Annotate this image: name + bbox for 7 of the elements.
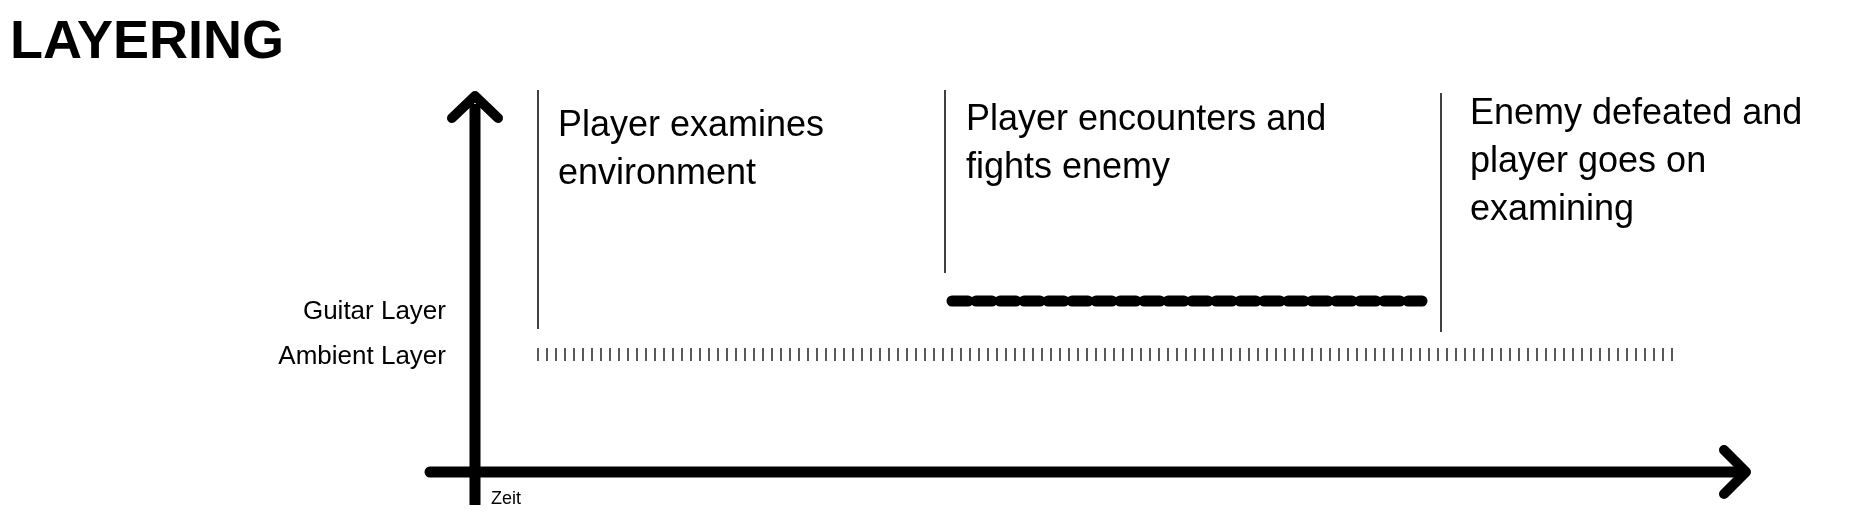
title: LAYERING — [10, 8, 285, 70]
layer-label: Ambient Layer — [278, 340, 446, 371]
phase-text: Player encounters and fights enemy — [966, 96, 1328, 188]
layer-label: Guitar Layer — [302, 295, 446, 326]
phase-text: Player examines environment — [558, 102, 826, 194]
axis-label: Zeit — [491, 488, 521, 509]
phase-text: Enemy defeated and player goes on examining — [1470, 90, 1804, 230]
